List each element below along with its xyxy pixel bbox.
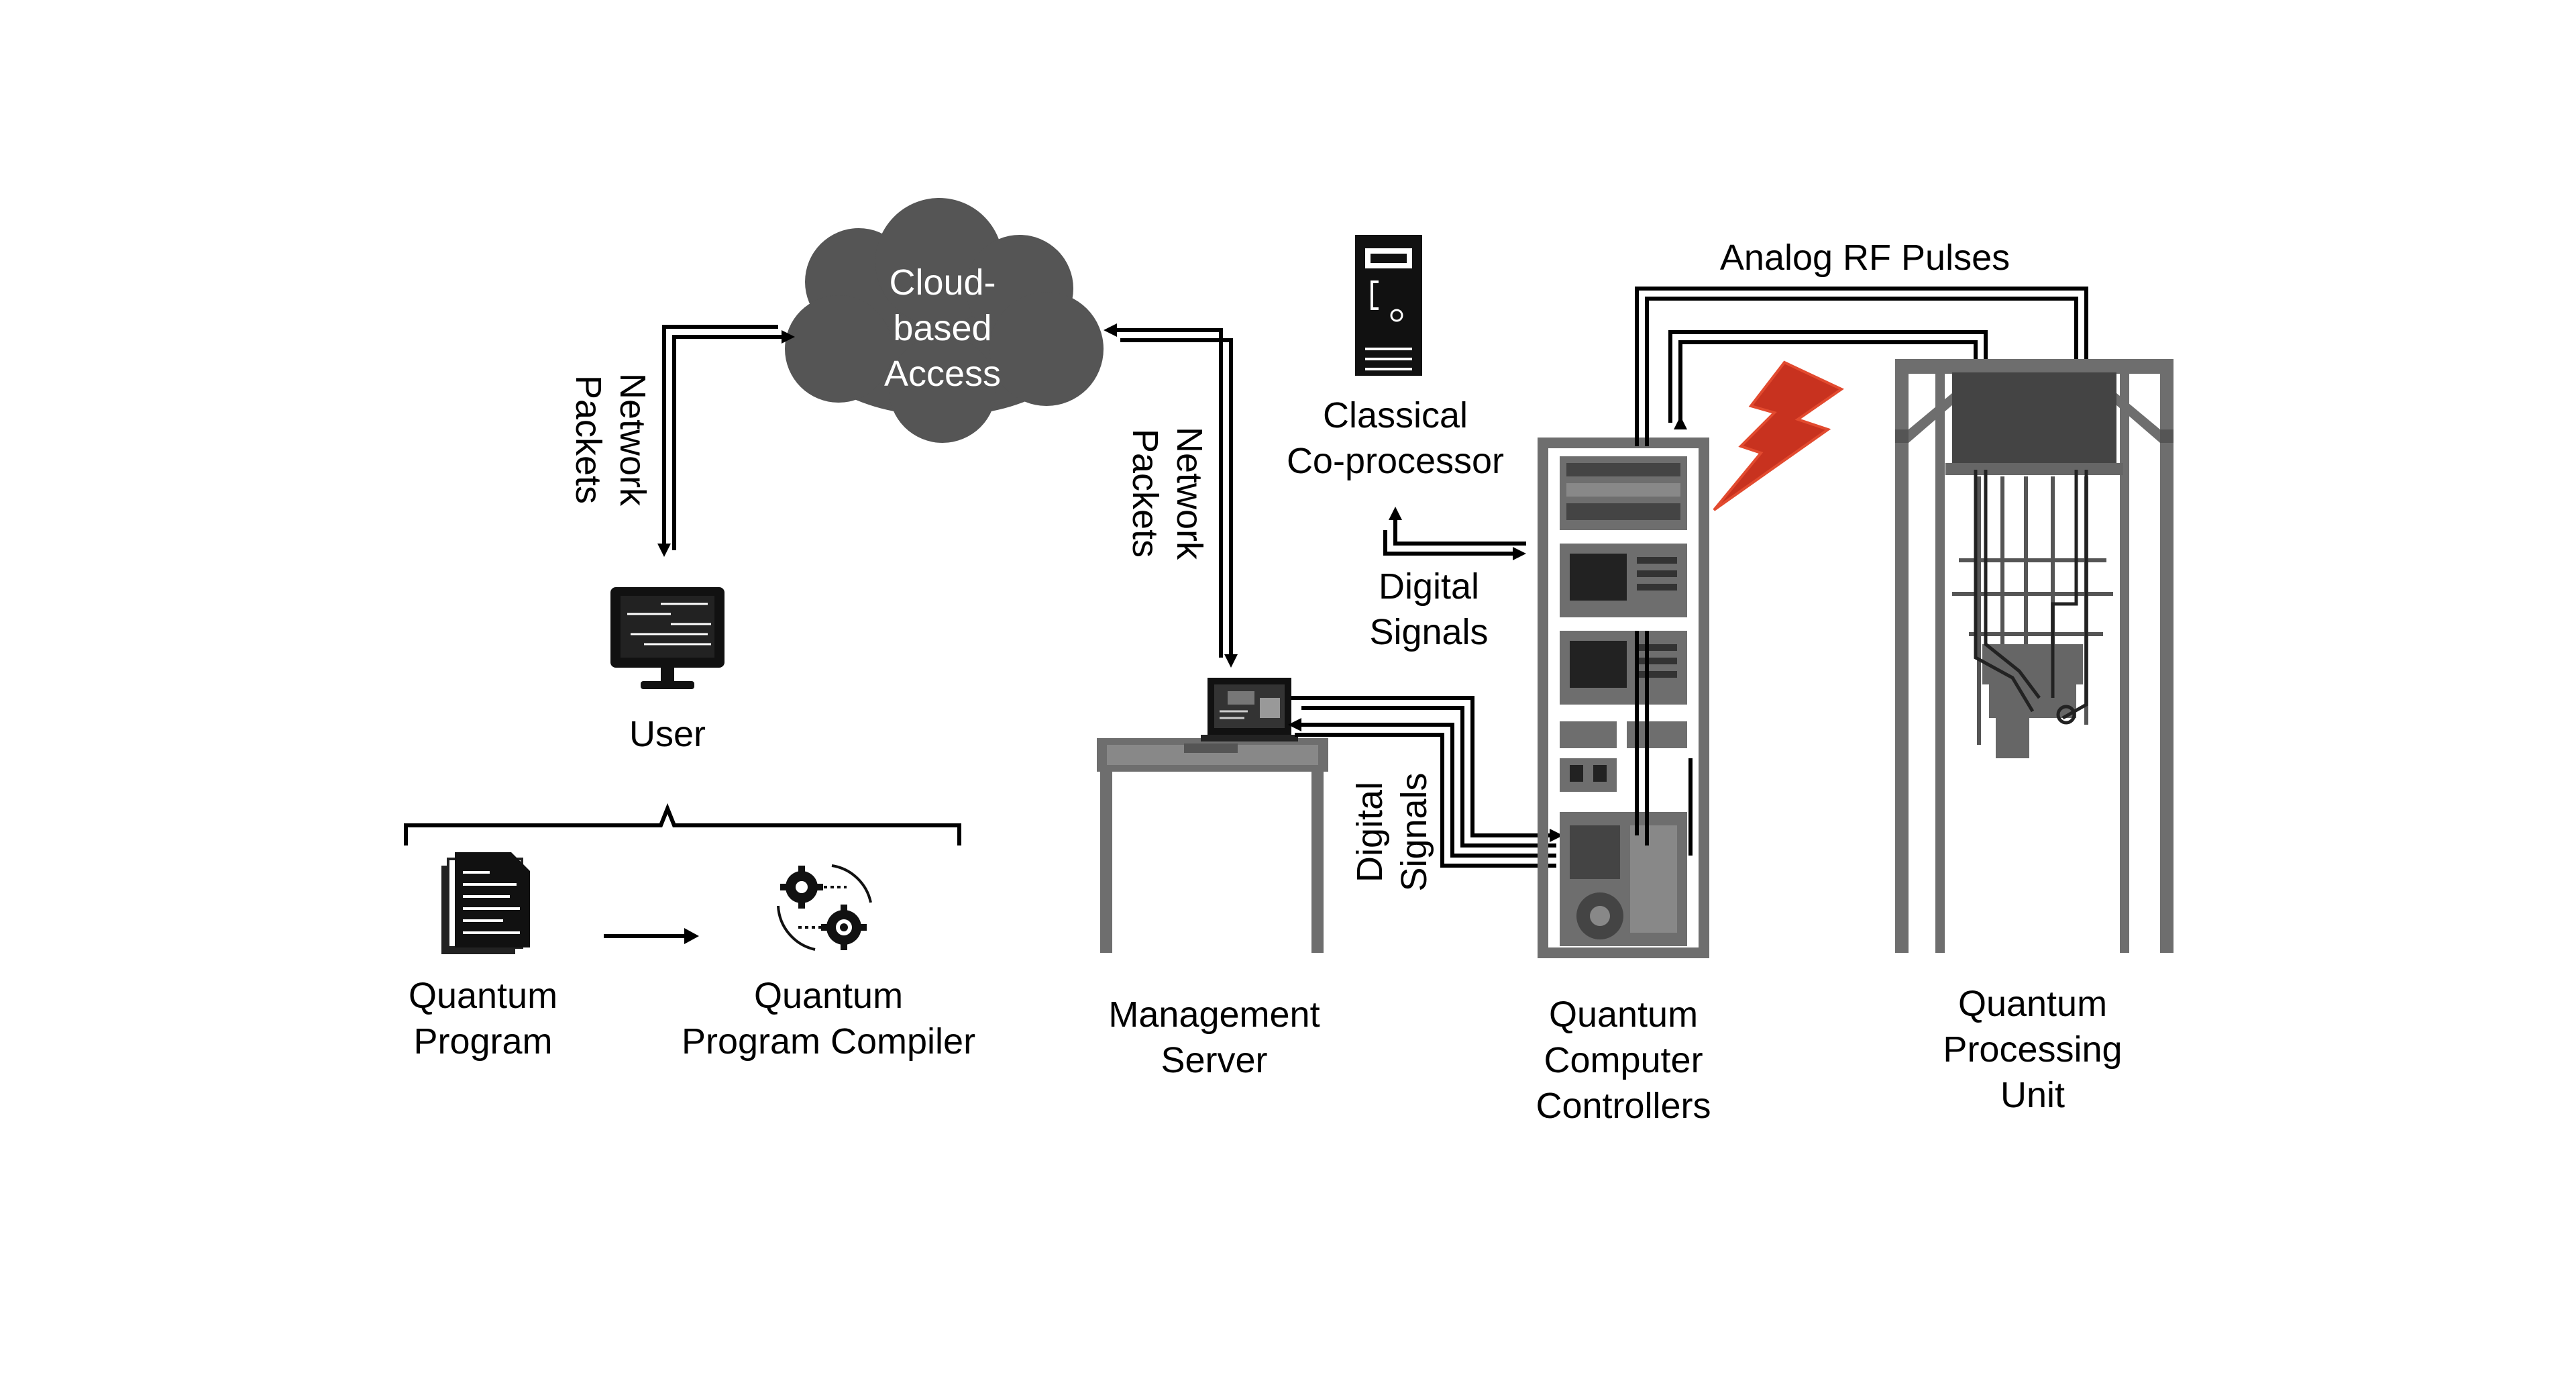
program-to-compiler-arrowhead — [684, 928, 699, 944]
rack-internal-lines — [1635, 631, 1693, 856]
compiler-line2: Program Compiler — [681, 1021, 976, 1062]
cloud-label-line1: Cloud- — [889, 262, 996, 303]
quantum-program-label: Quantum Program — [382, 973, 584, 1064]
digital-signals-top-line2: Signals — [1369, 612, 1489, 652]
controller-rack — [1538, 438, 1709, 958]
network-packets-left-label: Network Packets — [566, 373, 655, 506]
controllers-line1: Quantum — [1548, 994, 1699, 1035]
qpu-line2: Processing — [1943, 1029, 2123, 1070]
network-packets-left-line1: Network — [612, 372, 653, 507]
network-packets-left-connector — [662, 325, 782, 550]
digital-signals-top-label: Digital Signals — [1342, 564, 1516, 655]
server-tower-icon — [1355, 235, 1422, 376]
cloud-label: Cloud- based Access — [875, 260, 1010, 397]
arrowhead-to-cloud-right — [1104, 323, 1117, 337]
management-line2: Server — [1161, 1040, 1268, 1080]
controllers-line3: Controllers — [1536, 1086, 1711, 1126]
arrowhead-to-laptop-1 — [1288, 718, 1301, 731]
quantum-program-line1: Quantum — [408, 976, 558, 1016]
digital-signals-top-connector — [1383, 517, 1526, 556]
desktop-monitor-icon — [610, 587, 724, 689]
management-line1: Management — [1108, 994, 1320, 1035]
arrowhead-to-server — [1224, 654, 1238, 668]
compiler-label: Quantum Program Compiler — [671, 973, 986, 1064]
cloud-icon — [785, 198, 1104, 443]
classical-line2: Co-processor — [1286, 441, 1505, 481]
arrowhead-to-cloud-left — [782, 330, 795, 344]
quantum-program-line2: Program — [413, 1021, 553, 1062]
compiler-line1: Quantum — [753, 976, 904, 1016]
gears-icon — [777, 864, 872, 951]
network-packets-right-line1: Network — [1169, 426, 1210, 560]
digital-signals-side-line2: Signals — [1394, 772, 1434, 892]
arrowhead-to-rack-side — [1550, 829, 1563, 842]
classical-coprocessor-label: Classical Co-processor — [1268, 393, 1523, 484]
management-server-label: Management Server — [1083, 992, 1345, 1083]
arrowhead-to-coprocessor — [1389, 507, 1402, 520]
management-server-desk — [1097, 738, 1328, 953]
qpu-line1: Quantum — [1957, 984, 2108, 1024]
cloud-label-line3: Access — [883, 354, 1002, 394]
digital-signals-side-label: Digital Signals — [1348, 772, 1436, 891]
document-icon — [441, 852, 530, 954]
dilution-refrigerator — [1945, 372, 2123, 758]
network-packets-left-line2: Packets — [568, 374, 608, 505]
network-packets-right-connector — [1114, 328, 1233, 658]
laptop-icon — [1201, 678, 1298, 741]
user-label: User — [629, 714, 706, 754]
arrowhead-to-rack-rf — [1674, 416, 1687, 429]
cloud-label-line2: based — [893, 308, 992, 348]
classical-line1: Classical — [1322, 395, 1468, 435]
qpu-line3: Unit — [2000, 1075, 2065, 1115]
controllers-label: Quantum Computer Controllers — [1489, 992, 1758, 1129]
qpu-label: Quantum Processing Unit — [1905, 981, 2160, 1118]
digital-signals-side-line1: Digital — [1350, 781, 1390, 883]
arrowhead-to-user — [657, 544, 671, 557]
network-packets-right-label: Network Packets — [1123, 427, 1212, 560]
network-packets-right-line2: Packets — [1125, 428, 1165, 558]
digital-signals-top-line1: Digital — [1378, 566, 1480, 607]
arrowhead-to-rack-top — [1513, 547, 1526, 560]
user-bracket — [404, 803, 961, 845]
controllers-line2: Computer — [1544, 1040, 1703, 1080]
analog-rf-label: Analog RF Pulses — [1719, 238, 2010, 278]
qpu-frame — [1895, 359, 2174, 953]
digital-signals-side-connector — [1291, 696, 1556, 868]
lightning-bolt-icon — [1713, 360, 1844, 511]
